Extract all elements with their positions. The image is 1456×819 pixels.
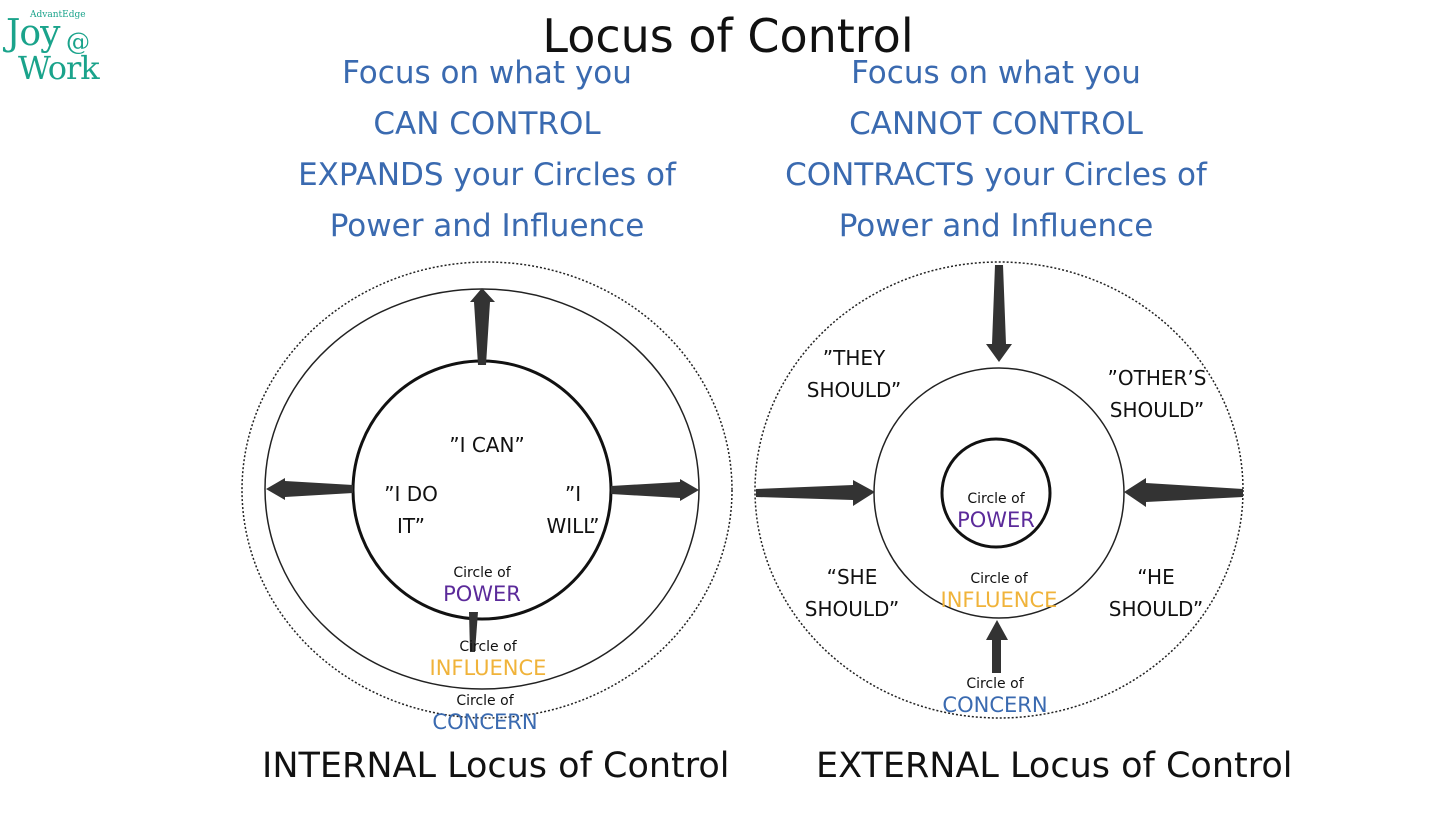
- internal-concern-circle: [241, 261, 733, 719]
- external-concern-word: CONCERN: [942, 693, 1048, 717]
- internal-heading-line-1: Focus on what you: [342, 55, 632, 91]
- external-power-circle-of: Circle of: [967, 491, 1025, 507]
- internal-arrow-down: [469, 612, 478, 652]
- internal-heading-line-2: CAN CONTROL: [373, 106, 601, 142]
- external-influence-circle-of: Circle of: [970, 571, 1028, 587]
- internal-arrow-up: [470, 288, 495, 365]
- external-arrow-up: [986, 620, 1008, 673]
- internal-heading-line-3: EXPANDS your Circles of: [298, 157, 676, 193]
- external-concern-label: Circle of CONCERN: [905, 675, 1085, 717]
- label-i-will: ”I WILL”: [546, 482, 600, 538]
- internal-influence-word: INFLUENCE: [429, 656, 547, 680]
- external-heading-line-1: Focus on what you: [851, 55, 1141, 91]
- external-arrow-left: [1124, 478, 1243, 507]
- external-heading-line-3: CONTRACTS your Circles of: [785, 157, 1207, 193]
- external-power-label: Circle of POWER: [916, 490, 1076, 532]
- internal-heading: Focus on what you CAN CONTROL EXPANDS yo…: [227, 48, 747, 252]
- internal-power-word: POWER: [443, 582, 521, 606]
- internal-concern-label: Circle of CONCERN: [395, 692, 575, 734]
- label-they-should: ”THEY SHOULD”: [806, 346, 902, 402]
- internal-diagram: [241, 261, 733, 719]
- external-power-circle: [940, 437, 1052, 549]
- internal-heading-line-4: Power and Influence: [329, 208, 645, 244]
- logo-word-joy: Joy: [6, 13, 60, 54]
- external-diagram: [754, 261, 1244, 719]
- logo-word-work: Work: [18, 49, 100, 87]
- label-she-should: “SHE SHOULD”: [804, 565, 900, 621]
- label-he-should: “HE SHOULD”: [1108, 565, 1204, 621]
- internal-influence-circle-of: Circle of: [459, 639, 517, 655]
- external-heading-line-2: CANNOT CONTROL: [849, 106, 1143, 142]
- internal-concern-word: CONCERN: [432, 710, 538, 734]
- external-concern-circle-of: Circle of: [966, 676, 1024, 692]
- page-title: Locus of Control: [542, 9, 914, 63]
- internal-power-circle-of: Circle of: [453, 565, 511, 581]
- external-influence-word: INFLUENCE: [940, 588, 1058, 612]
- internal-arrow-left: [266, 478, 353, 500]
- logo-at-symbol: @: [66, 28, 90, 56]
- internal-influence-label: Circle of INFLUENCE: [398, 638, 578, 680]
- external-heading: Focus on what you CANNOT CONTROL CONTRAC…: [736, 48, 1256, 252]
- external-arrow-down: [986, 265, 1012, 362]
- label-i-can: ”I CAN”: [449, 433, 525, 457]
- internal-power-label: Circle of POWER: [402, 564, 562, 606]
- internal-arrow-right: [611, 479, 699, 501]
- label-others-should: ”OTHER’S SHOULD”: [1107, 366, 1207, 422]
- logo-brand-text: AdvantEdge: [30, 10, 86, 20]
- external-influence-circle: [873, 367, 1125, 619]
- external-power-word: POWER: [957, 508, 1035, 532]
- internal-caption: INTERNAL Locus of Control: [262, 746, 730, 786]
- external-heading-line-4: Power and Influence: [838, 208, 1154, 244]
- external-influence-label: Circle of INFLUENCE: [909, 570, 1089, 612]
- internal-concern-circle-of: Circle of: [456, 693, 514, 709]
- external-caption: EXTERNAL Locus of Control: [816, 746, 1293, 786]
- label-i-do-it: ”I DO IT”: [384, 482, 438, 538]
- external-arrow-right: [756, 480, 875, 506]
